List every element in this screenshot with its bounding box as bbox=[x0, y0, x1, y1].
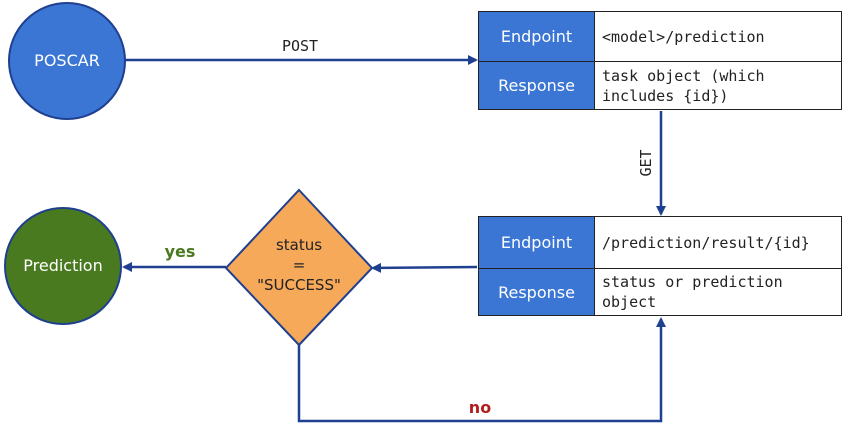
endpoint-header: Endpoint bbox=[479, 12, 595, 61]
response-row: Response status or prediction object bbox=[479, 268, 841, 315]
response-header: Response bbox=[479, 62, 595, 109]
yes-label: yes bbox=[165, 242, 196, 261]
create-prediction-table: Endpoint <model>/prediction Response tas… bbox=[478, 11, 842, 110]
response-value: task object (which includes {id}) bbox=[602, 66, 765, 105]
response-row: Response task object (which includes {id… bbox=[479, 61, 841, 109]
endpoint-row: Endpoint <model>/prediction bbox=[479, 12, 841, 61]
response-header: Response bbox=[479, 269, 595, 315]
result-to-decision-arrow bbox=[371, 262, 478, 273]
prediction-node bbox=[4, 207, 122, 325]
poscar-label: POSCAR bbox=[34, 51, 100, 70]
endpoint-value: <model>/prediction bbox=[602, 27, 765, 46]
no-label: no bbox=[469, 398, 491, 417]
response-value: status or prediction object bbox=[602, 273, 783, 311]
prediction-label: Prediction bbox=[23, 256, 102, 275]
decision-line-3: "SUCCESS" bbox=[257, 276, 341, 294]
decision-line-1: status bbox=[276, 236, 322, 254]
endpoint-header: Endpoint bbox=[479, 217, 595, 268]
prediction-result-table: Endpoint /prediction/result/{id} Respons… bbox=[478, 216, 842, 316]
endpoint-value: /prediction/result/{id} bbox=[602, 233, 810, 252]
endpoint-row: Endpoint /prediction/result/{id} bbox=[479, 217, 841, 268]
no-arrow bbox=[297, 317, 666, 423]
post-label: POST bbox=[282, 37, 318, 55]
decision-line-2: = bbox=[293, 256, 306, 274]
get-label: GET bbox=[637, 149, 655, 176]
